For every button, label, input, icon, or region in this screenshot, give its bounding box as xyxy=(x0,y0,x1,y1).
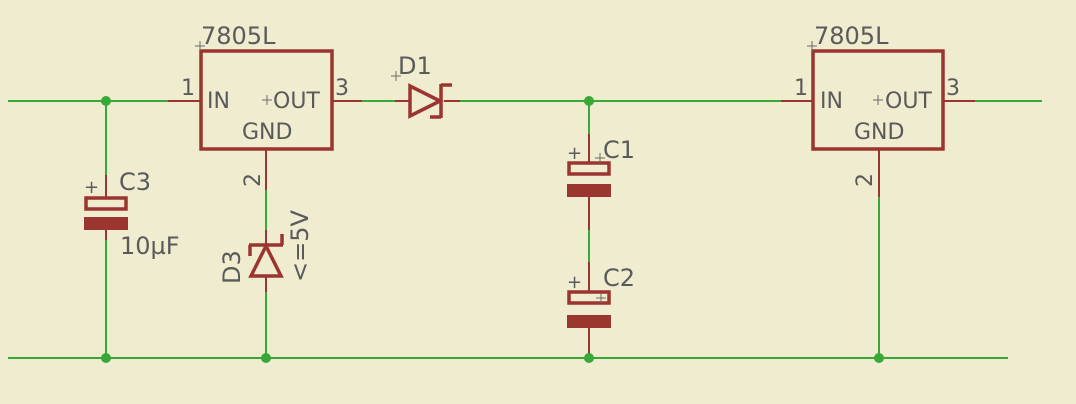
c2-plus-sign: + xyxy=(567,272,582,293)
capacitor-c1[interactable]: + C1 xyxy=(567,134,635,230)
regulator-2-gnd-label: GND xyxy=(854,120,904,145)
regulator-1-pin-gnd: 2 xyxy=(241,173,266,187)
regulator-1-name: 7805L xyxy=(201,22,276,50)
reg2-out-cross xyxy=(873,95,883,105)
junction-c3-top[interactable] xyxy=(101,96,111,106)
capacitor-c3[interactable]: + C3 10µF xyxy=(84,168,180,260)
c3-plate-negative xyxy=(84,217,128,230)
zener-diode-d3-name: D3 xyxy=(218,250,246,284)
regulator-2-name: 7805L xyxy=(814,22,889,50)
c2-origin-cross xyxy=(596,293,606,303)
junction-c3-gnd[interactable] xyxy=(101,353,111,363)
c3-plus-sign: + xyxy=(84,177,99,198)
regulator-2-body xyxy=(811,49,945,151)
regulator-2-pin-out: 3 xyxy=(946,76,960,101)
capacitor-c2-name: C2 xyxy=(603,264,635,292)
junction-c2-gnd[interactable] xyxy=(584,353,594,363)
regulator-1-out-label: OUT xyxy=(273,89,320,114)
regulator-2-pin-in: 1 xyxy=(794,76,808,101)
c1-plate-negative xyxy=(567,184,611,197)
c1-plus-sign: + xyxy=(567,143,582,164)
c2-plate-negative xyxy=(567,315,611,328)
regulator-1-gnd-label: GND xyxy=(242,120,292,145)
capacitor-c3-value: 10µF xyxy=(120,232,180,260)
junction-c1-top[interactable] xyxy=(584,96,594,106)
regulator-1-pin-out: 3 xyxy=(335,76,349,101)
capacitor-c2[interactable]: + C2 xyxy=(567,262,635,353)
regulator-1[interactable]: 7805L IN OUT GND 1 3 2 xyxy=(168,22,362,190)
d1-triangle xyxy=(408,83,444,119)
reg1-origin-cross xyxy=(195,41,205,51)
junction-d3-gnd[interactable] xyxy=(261,353,271,363)
regulator-2-in-label: IN xyxy=(820,89,843,114)
diode-d1-name: D1 xyxy=(398,52,432,80)
c1-origin-cross xyxy=(595,153,605,163)
capacitor-c1-name: C1 xyxy=(603,136,635,164)
regulator-2[interactable]: 7805L IN OUT GND 1 3 2 xyxy=(781,22,975,197)
c1-plate-positive xyxy=(567,161,611,176)
d3-triangle xyxy=(248,242,284,278)
zener-diode-d3[interactable]: D3 <=5V xyxy=(218,210,314,292)
c2-plate-positive xyxy=(567,290,611,305)
reg2-origin-cross xyxy=(807,41,817,51)
junction-reg2-gnd[interactable] xyxy=(874,353,884,363)
capacitor-c3-name: C3 xyxy=(119,168,151,196)
zener-diode-d3-value: <=5V xyxy=(286,210,314,282)
diode-d1[interactable]: D1 xyxy=(391,52,460,119)
regulator-1-pin-in: 1 xyxy=(181,76,195,101)
regulator-2-pin-gnd: 2 xyxy=(853,173,878,187)
c3-plate-positive xyxy=(84,196,128,211)
regulator-2-out-label: OUT xyxy=(885,89,932,114)
regulator-1-in-label: IN xyxy=(207,89,230,114)
junctions xyxy=(101,96,884,363)
wires xyxy=(8,100,1042,359)
d1-origin-cross xyxy=(391,71,401,81)
reg1-out-cross xyxy=(262,95,272,105)
regulator-1-body xyxy=(199,49,334,151)
